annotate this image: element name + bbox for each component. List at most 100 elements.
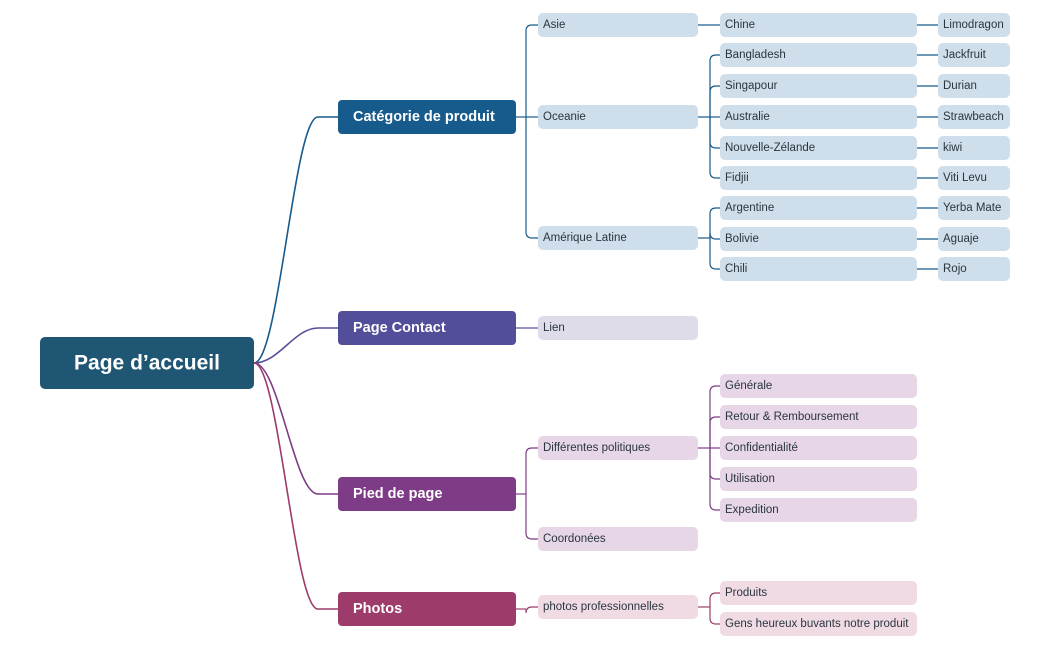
subtopic-node[interactable]: Utilisation <box>720 467 917 491</box>
topic-node-box <box>538 13 698 37</box>
subtopic-node[interactable]: Chili <box>720 257 917 281</box>
subtopic-node[interactable]: Singapour <box>720 74 917 98</box>
subtopic-node[interactable]: Nouvelle-Zélande <box>720 136 917 160</box>
subtopic-node[interactable]: Expedition <box>720 498 917 522</box>
connector-leg <box>525 447 538 494</box>
connector-leg <box>525 117 538 239</box>
topic-node[interactable]: photos professionnelles <box>538 595 698 619</box>
leaf-node-label: Strawbeach <box>943 111 1004 123</box>
topic-node-box <box>538 316 698 340</box>
connector-leg <box>525 606 538 614</box>
topic-node-box <box>538 527 698 551</box>
topic-node-label: Différentes politiques <box>543 442 650 454</box>
connector-leg <box>709 238 720 270</box>
topic-node-box <box>538 595 698 619</box>
topic-node[interactable]: Lien <box>538 316 698 340</box>
subtopic-node-label: Utilisation <box>725 473 775 485</box>
main-topic-node-label: Pied de page <box>353 486 442 502</box>
subtopic-node[interactable]: Confidentialité <box>720 436 917 460</box>
subtopic-node[interactable]: Bolivie <box>720 227 917 251</box>
leaf-node-box <box>938 136 1010 160</box>
leaf-node-box <box>938 43 1010 67</box>
subtopic-node-label: Retour & Remboursement <box>725 411 859 423</box>
subtopic-node-label: Bangladesh <box>725 49 786 61</box>
connector-leg <box>709 607 720 625</box>
leaf-node[interactable]: Limodragon <box>938 13 1010 37</box>
subtopic-node[interactable]: Retour & Remboursement <box>720 405 917 429</box>
connector-leg <box>709 117 720 149</box>
leaf-node[interactable]: Durian <box>938 74 1010 98</box>
main-topic-node-box <box>338 477 516 511</box>
topic-node-label: Amérique Latine <box>543 232 627 244</box>
main-topic-node-box <box>338 100 516 134</box>
topic-node-box <box>538 226 698 250</box>
subtopic-node[interactable]: Gens heureux buvants notre produit <box>720 612 917 636</box>
subtopic-node[interactable]: Générale <box>720 374 917 398</box>
subtopic-node[interactable]: Produits <box>720 581 917 605</box>
leaf-node-box <box>938 257 1010 281</box>
connector-leg <box>709 385 720 448</box>
connector-leg <box>709 448 720 480</box>
subtopic-node-label: Nouvelle-Zélande <box>725 142 815 154</box>
subtopic-node[interactable]: Australie <box>720 105 917 129</box>
leaf-node[interactable]: Jackfruit <box>938 43 1010 67</box>
main-topic-node[interactable]: Pied de page <box>338 477 516 511</box>
branch-connector <box>253 362 338 610</box>
subtopic-node-box <box>720 196 917 220</box>
subtopic-node-label: Bolivie <box>725 233 759 245</box>
subtopic-node-label: Fidjii <box>725 172 749 184</box>
leaf-node-label: Viti Levu <box>943 172 987 184</box>
subtopic-node-box <box>720 436 917 460</box>
subtopic-node-box <box>720 105 917 129</box>
leaf-node[interactable]: Viti Levu <box>938 166 1010 190</box>
leaf-node-box <box>938 74 1010 98</box>
subtopic-node-box <box>720 257 917 281</box>
connector-leg <box>709 207 720 238</box>
topic-node-label: Coordonées <box>543 533 606 545</box>
main-topic-node[interactable]: Page Contact <box>338 311 516 345</box>
leaf-node-label: Limodragon <box>943 19 1004 31</box>
leaf-node-box <box>938 166 1010 190</box>
leaf-node[interactable]: Rojo <box>938 257 1010 281</box>
topic-node[interactable]: Amérique Latine <box>538 226 698 250</box>
subtopic-node-label: Confidentialité <box>725 442 798 454</box>
connector-leg <box>525 24 538 117</box>
subtopic-node-box <box>720 136 917 160</box>
subtopic-node[interactable]: Fidjii <box>720 166 917 190</box>
leaf-node-label: Jackfruit <box>943 49 987 61</box>
main-topic-node-label: Photos <box>353 601 402 617</box>
leaf-node-label: Aguaje <box>943 233 979 245</box>
subtopic-node[interactable]: Chine <box>720 13 917 37</box>
leaf-node-box <box>938 196 1010 220</box>
main-topic-node[interactable]: Catégorie de produit <box>338 100 516 134</box>
leaf-node[interactable]: Strawbeach <box>938 105 1010 129</box>
branch-connector <box>253 362 338 495</box>
topic-node[interactable]: Asie <box>538 13 698 37</box>
subtopic-node[interactable]: Bangladesh <box>720 43 917 67</box>
central-topic-node-box <box>40 337 254 389</box>
connector-leg <box>709 592 720 607</box>
leaf-node-label: Durian <box>943 80 977 92</box>
main-topic-node-label: Page Contact <box>353 320 446 336</box>
leaf-node[interactable]: Yerba Mate <box>938 196 1010 220</box>
leaf-node[interactable]: kiwi <box>938 136 1010 160</box>
topic-node-label: Lien <box>543 322 565 334</box>
subtopic-node-label: Chili <box>725 263 747 275</box>
subtopic-node-box <box>720 166 917 190</box>
topic-node-label: Asie <box>543 19 565 31</box>
topic-node[interactable]: Oceanie <box>538 105 698 129</box>
leaf-node-box <box>938 227 1010 251</box>
leaf-node[interactable]: Aguaje <box>938 227 1010 251</box>
topic-node[interactable]: Coordonées <box>538 527 698 551</box>
topic-node[interactable]: Différentes politiques <box>538 436 698 460</box>
subtopic-node-box <box>720 498 917 522</box>
subtopic-node[interactable]: Argentine <box>720 196 917 220</box>
central-topic-node[interactable]: Page d’accueil <box>40 337 254 389</box>
main-topic-node[interactable]: Photos <box>338 592 516 626</box>
topic-node-box <box>538 105 698 129</box>
connector-leg <box>709 232 720 240</box>
connector-leg <box>709 117 720 179</box>
